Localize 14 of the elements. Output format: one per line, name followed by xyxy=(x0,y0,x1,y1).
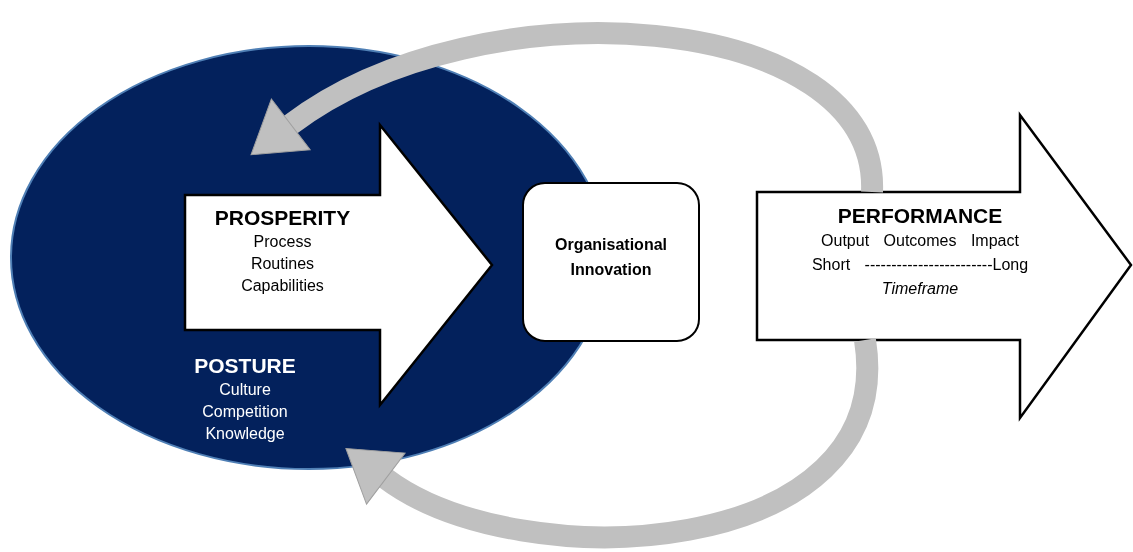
heading: PROSPERITY xyxy=(213,205,352,231)
rounded-box xyxy=(522,182,700,342)
curved-arrow xyxy=(248,22,883,194)
heading: PERFORMANCE xyxy=(836,203,1004,229)
text-line: Short ------------------------Long xyxy=(811,255,1029,275)
heading: POSTURE xyxy=(193,353,297,379)
item-list: Process Routines Capabilities xyxy=(241,231,324,297)
text-line: Output Outcomes Impact xyxy=(821,231,1019,251)
node-label: Organisational Innovation xyxy=(555,235,667,280)
item-list: Culture Competition Knowledge xyxy=(202,379,288,445)
block-arrow xyxy=(183,123,494,407)
curved-arrow xyxy=(342,339,877,548)
axis-caption: Timeframe xyxy=(881,279,959,299)
block-arrow xyxy=(755,113,1133,420)
